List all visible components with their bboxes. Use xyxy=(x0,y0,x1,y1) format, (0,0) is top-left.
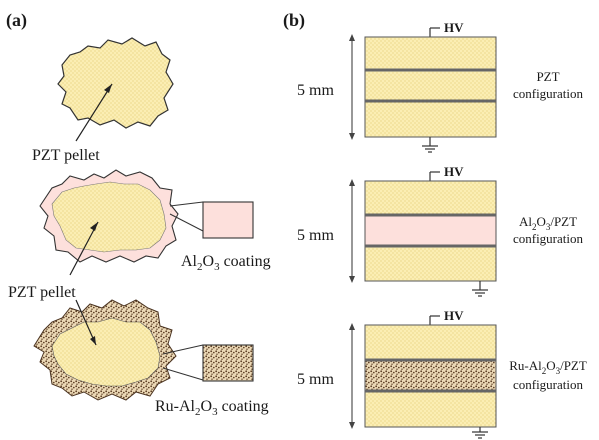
pzt-pellet-label-2: PZT pellet xyxy=(8,284,76,301)
pointer-arrow-2 xyxy=(69,221,99,276)
pzt-layer-top-1 xyxy=(364,36,497,71)
config-label-3-line2: configuration xyxy=(513,377,584,392)
zoom-line-al2o3-bottom xyxy=(169,213,204,232)
panel-b-label: (b) xyxy=(283,10,305,31)
config-label-2-line1: Al2O3/PZT xyxy=(519,214,577,232)
dimension-label-1: 5 mm xyxy=(297,82,334,99)
al2o3-pzt-configuration: HV 5 mm Al2O3/PZT configuration xyxy=(297,164,584,297)
pointer-arrowhead-3 xyxy=(90,336,96,345)
ground-icon xyxy=(472,289,488,297)
pzt-layer-top-3 xyxy=(364,324,497,361)
dimension-arrow-1 xyxy=(349,34,355,140)
dimension-arrow-3 xyxy=(349,323,355,429)
ru-al2o3-coating-label: Ru-Al2O3 coating xyxy=(155,398,269,418)
pzt-layer-bottom-3 xyxy=(364,390,497,428)
config-label-1-line1: PZT xyxy=(536,69,559,84)
hv-label-2: HV xyxy=(444,164,464,179)
panel-a-label: (a) xyxy=(6,10,27,31)
hv-label-3: HV xyxy=(444,308,464,323)
ru-al2o3-pzt-configuration: HV 5 mm Ru-Al2O3/PZT configuration xyxy=(297,308,587,439)
pointer-arrowhead-2 xyxy=(90,222,98,231)
config-label-3-line1: Ru-Al2O3/PZT xyxy=(509,358,587,376)
ground-icon xyxy=(422,145,438,153)
dimension-label-3: 5 mm xyxy=(297,371,334,388)
zoom-line-ru-bottom xyxy=(162,367,204,381)
pzt-pellet-core-2 xyxy=(51,181,167,253)
dimension-arrow-2 xyxy=(349,179,355,283)
pointer-arrow-1 xyxy=(75,83,113,142)
pzt-pellet-bare xyxy=(57,37,174,129)
al2o3-coating-label: Al2O3 coating xyxy=(181,253,271,273)
config-label-2-line2: configuration xyxy=(513,231,584,246)
al2o3-layer-2 xyxy=(364,214,497,247)
al2o3-swatch xyxy=(202,201,254,239)
pzt-layer-top-2 xyxy=(364,180,497,216)
pzt-configuration: HV 5 mm PZT configuration xyxy=(297,20,584,153)
zoom-line-ru-top xyxy=(162,344,204,355)
ru-al2o3-layer-3 xyxy=(364,359,497,392)
pzt-pellet-core-3 xyxy=(51,317,161,387)
pointer-arrowhead-1 xyxy=(104,84,112,93)
pzt-pellet-label-1: PZT pellet xyxy=(32,147,100,164)
ru-al2o3-swatch xyxy=(202,344,254,382)
hv-label-1: HV xyxy=(444,20,464,35)
pzt-layer-bottom-2 xyxy=(364,245,497,282)
pzt-layer-bottom-1 xyxy=(364,100,497,138)
ground-icon xyxy=(472,431,488,439)
pzt-layer-mid-1 xyxy=(364,69,497,102)
dimension-label-2: 5 mm xyxy=(297,227,334,244)
zoom-line-al2o3-top xyxy=(169,201,204,207)
config-label-1-line2: configuration xyxy=(513,86,584,101)
